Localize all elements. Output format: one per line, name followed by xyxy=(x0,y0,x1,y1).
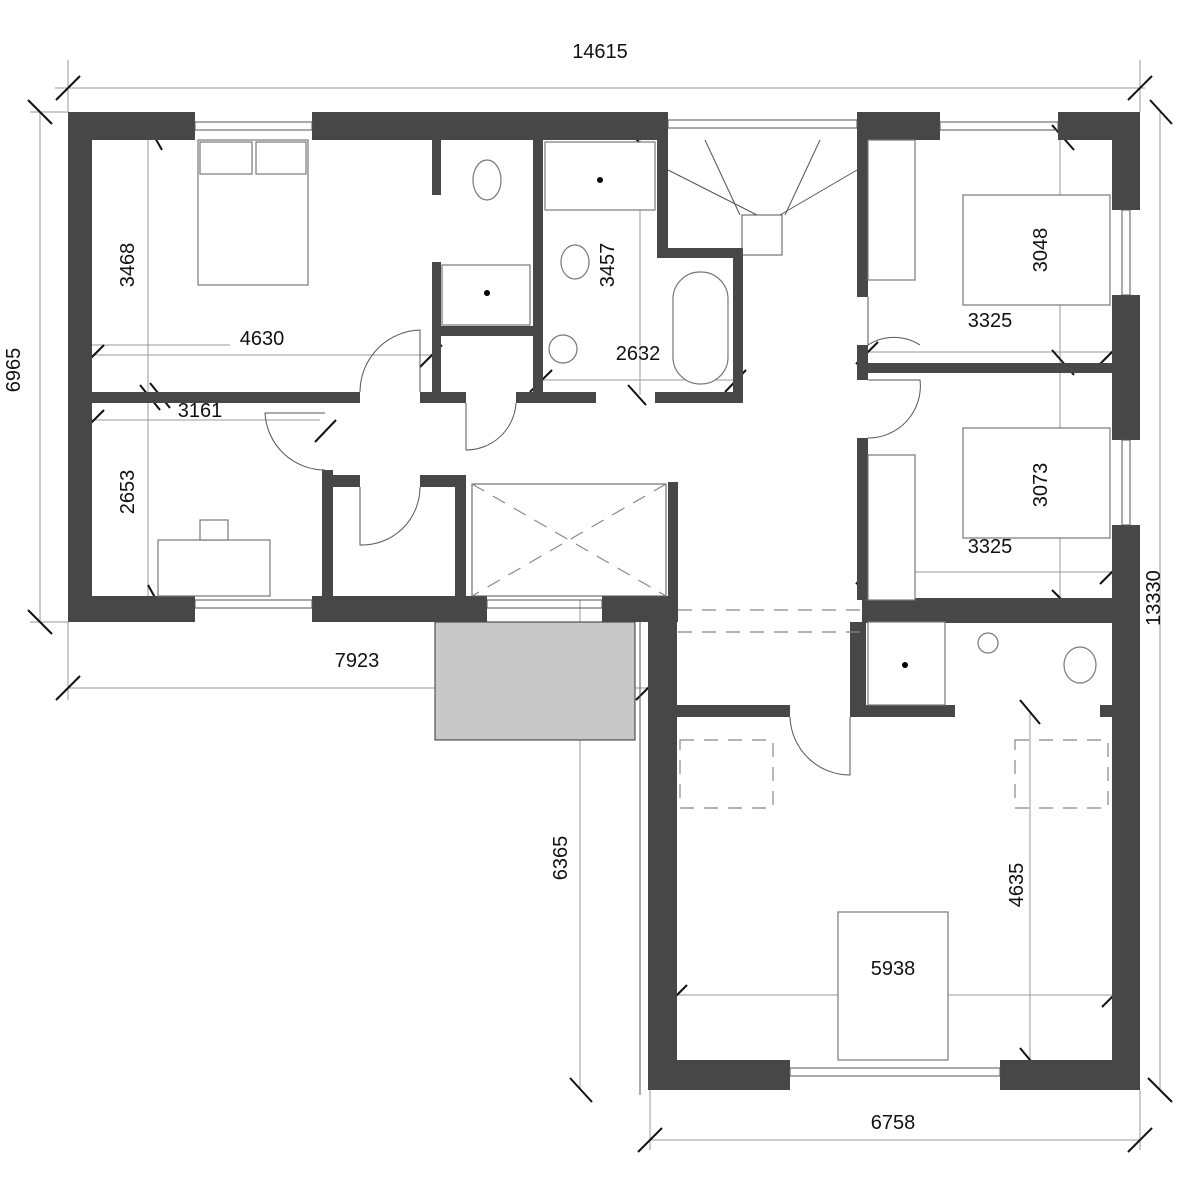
shower xyxy=(441,264,531,326)
wardrobe xyxy=(867,139,916,281)
bedroom3-width-label: 3325 xyxy=(968,310,1013,332)
windows xyxy=(194,119,1131,1077)
bathroom-width-label: 2632 xyxy=(616,343,661,365)
balcony xyxy=(434,621,636,741)
dimension-labels: 14615 6965 3468 4630 3161 2653 3457 2632… xyxy=(3,41,1165,1134)
master-height-label: 4635 xyxy=(1006,863,1028,908)
wardrobe-3 xyxy=(679,739,774,809)
wardrobe-2 xyxy=(867,454,916,601)
bathroom-height-label: 3457 xyxy=(597,243,619,288)
bedroom4-height-label: 3073 xyxy=(1030,463,1052,508)
shower-2 xyxy=(544,141,656,211)
bed-4 xyxy=(962,427,1111,539)
overall-width-label: 14615 xyxy=(572,41,628,63)
sink-2 xyxy=(977,632,999,654)
bedroom3-height-label: 3048 xyxy=(1030,228,1052,273)
master-width-label: 5938 xyxy=(871,958,916,980)
walls xyxy=(68,112,1140,1090)
wardrobe-4 xyxy=(1014,739,1109,809)
void xyxy=(471,483,667,597)
bedroom1-height-label: 3468 xyxy=(117,243,139,288)
master-wing-height-label: 6365 xyxy=(550,836,572,881)
toilet-3 xyxy=(1063,646,1097,684)
bed-3 xyxy=(962,194,1111,306)
stairs xyxy=(741,214,783,256)
left-block-width-label: 7923 xyxy=(335,650,380,672)
bedroom4-width-label: 3325 xyxy=(968,536,1013,558)
furniture xyxy=(157,139,1111,1061)
sink xyxy=(548,334,578,364)
master-bed xyxy=(837,911,949,1061)
master-wing-width-label: 6758 xyxy=(871,1112,916,1134)
bedroom1-width-label: 4630 xyxy=(240,328,285,350)
dimension-lines xyxy=(30,60,1161,1150)
left-height-label: 6965 xyxy=(3,348,25,393)
toilet xyxy=(472,159,502,201)
bedroom2-width-label: 3161 xyxy=(178,400,223,422)
bedroom2-height-label: 2653 xyxy=(117,470,139,515)
toilet-2 xyxy=(560,244,590,280)
bathtub xyxy=(672,271,729,385)
doors xyxy=(264,297,921,776)
desk xyxy=(157,539,271,597)
right-height-label: 13330 xyxy=(1143,570,1165,626)
